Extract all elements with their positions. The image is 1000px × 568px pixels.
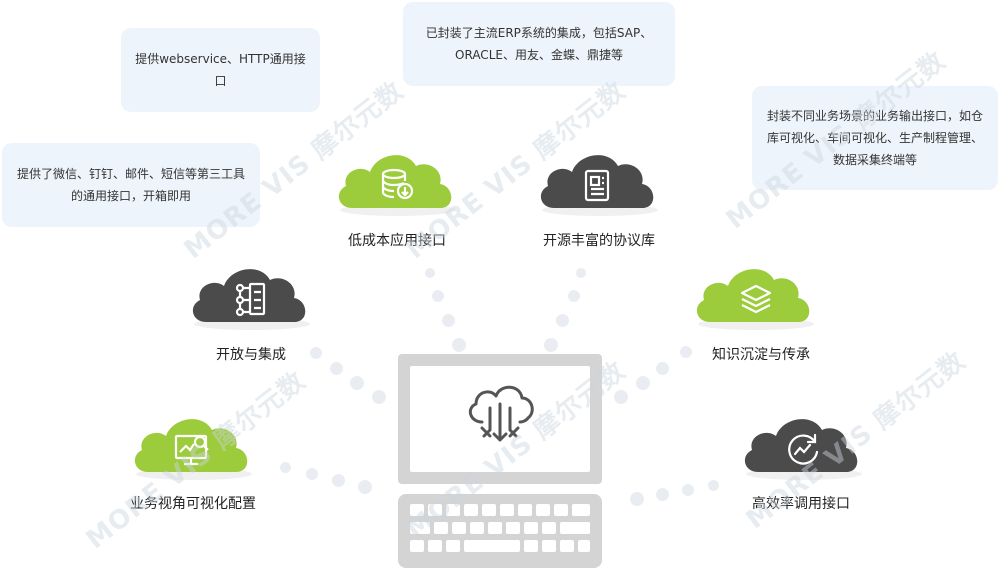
- label-low-cost: 低成本应用接口: [348, 233, 446, 249]
- cloud-knowledge: [690, 258, 820, 334]
- label-efficient: 高效率调用接口: [752, 496, 850, 512]
- note-erp: 已封装了主流ERP系统的集成，包括SAP、ORACLE、用友、金蝶、鼎捷等: [403, 2, 675, 86]
- document-icon: [580, 168, 616, 204]
- cloud-efficient: [738, 408, 868, 484]
- label-visual: 业务视角可视化配置: [130, 496, 256, 512]
- cloud-arrows-icon: [462, 378, 538, 450]
- cloud-protocols: [534, 144, 664, 220]
- label-open: 开放与集成: [216, 347, 286, 363]
- layers-icon: [738, 282, 774, 318]
- flowchart-icon: [232, 280, 270, 318]
- note-thirdparty-text: 提供了微信、钉钉、邮件、短信等第三工具的通用接口，开箱即用: [16, 167, 245, 203]
- monitor-search-icon: [172, 430, 212, 468]
- note-business: 封装不同业务场景的业务输出接口，如仓库可视化、车间可视化、生产制程管理、数据采集…: [752, 86, 998, 190]
- refresh-chart-icon: [784, 430, 822, 468]
- cloud-open: [186, 258, 316, 334]
- note-thirdparty: 提供了微信、钉钉、邮件、短信等第三工具的通用接口，开箱即用: [2, 143, 260, 227]
- database-download-icon: [378, 166, 416, 204]
- computer-illustration: [398, 354, 602, 568]
- note-erp-text: 已封装了主流ERP系统的集成，包括SAP、ORACLE、用友、金蝶、鼎捷等: [425, 26, 653, 62]
- label-knowledge: 知识沉淀与传承: [712, 347, 810, 363]
- note-webservice: 提供webservice、HTTP通用接口: [121, 28, 320, 112]
- note-business-text: 封装不同业务场景的业务输出接口，如仓库可视化、车间可视化、生产制程管理、数据采集…: [766, 109, 983, 167]
- label-protocols: 开源丰富的协议库: [543, 233, 655, 249]
- note-webservice-text: 提供webservice、HTTP通用接口: [135, 52, 306, 88]
- cloud-visual: [128, 408, 258, 484]
- cloud-low-cost: [332, 144, 462, 220]
- watermark-4: MORE VIS 摩尔元数: [80, 365, 312, 556]
